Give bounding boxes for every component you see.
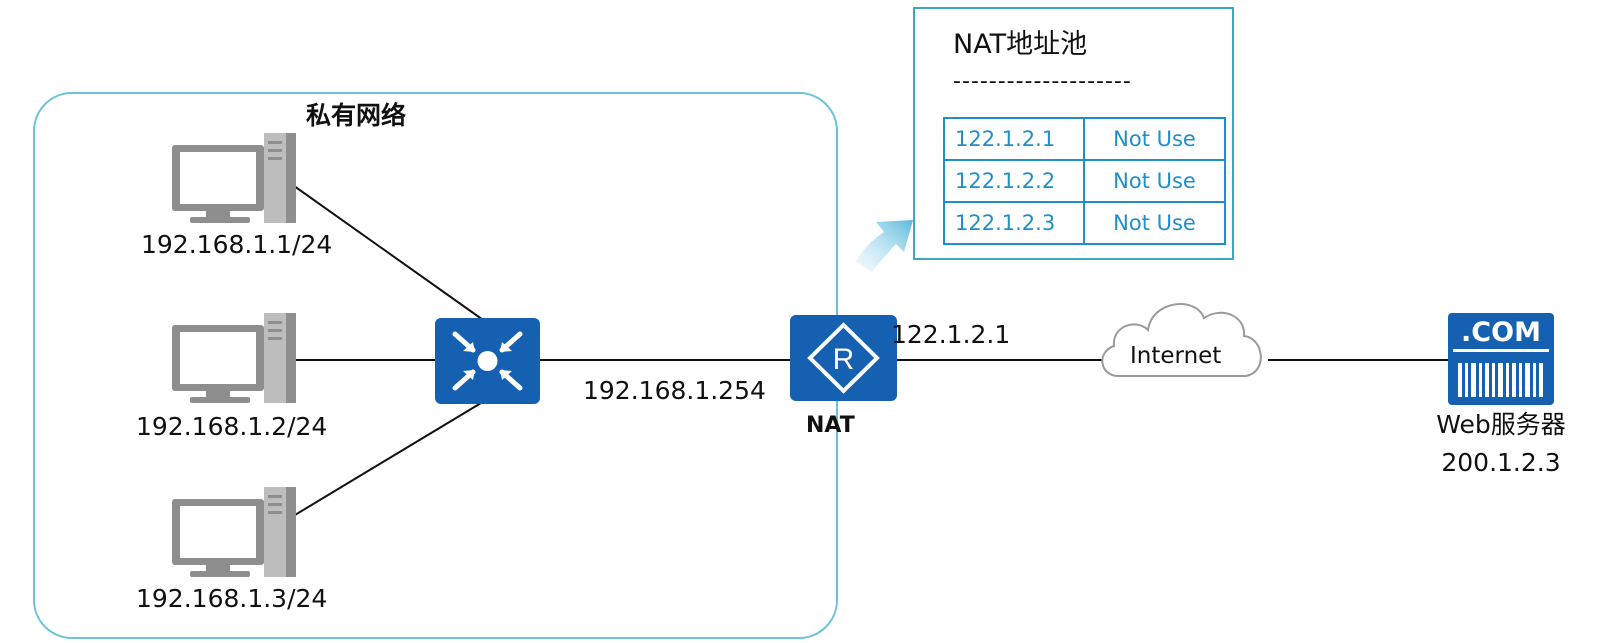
router-r-icon: R: [790, 315, 897, 401]
internet-label: Internet: [1130, 343, 1222, 369]
web-server-com-text: .COM: [1461, 317, 1541, 348]
pool-address-cell: 122.1.2.1: [943, 117, 1085, 161]
web-server-ip-label: 200.1.2.3: [1441, 448, 1561, 477]
link-pc1-switch: [279, 175, 487, 323]
link-pc3-switch: [279, 399, 487, 525]
switch-icon: [435, 318, 540, 404]
pool-address-cell: 122.1.2.2: [943, 159, 1085, 203]
nat-outside-ip-label: 122.1.2.1: [891, 320, 1011, 349]
pool-address-cell: 122.1.2.3: [943, 201, 1085, 245]
private-network-title: 私有网络: [306, 101, 407, 130]
pool-status-cell: Not Use: [1083, 159, 1226, 203]
pool-status-cell: Not Use: [1083, 117, 1226, 161]
table-row: 122.1.2.2 Not Use: [943, 159, 1226, 203]
table-row: 122.1.2.1 Not Use: [943, 117, 1226, 161]
nat-router-label: NAT: [806, 413, 855, 438]
nat-pool-separator: --------------------: [953, 69, 1132, 94]
pc2-ip-label: 192.168.1.2/24: [136, 412, 328, 441]
pc-icon-1: [172, 133, 296, 223]
pc3-ip-label: 192.168.1.3/24: [136, 584, 328, 613]
svg-text:R: R: [833, 343, 855, 376]
pc-icon-2: [172, 313, 296, 403]
nat-pool-table: 122.1.2.1 Not Use 122.1.2.2 Not Use 122.…: [943, 117, 1226, 245]
internet-cloud-icon: [1101, 303, 1262, 377]
table-row: 122.1.2.3 Not Use: [943, 201, 1226, 245]
nat-address-pool: NAT地址池 -------------------- 122.1.2.1 No…: [913, 7, 1234, 260]
web-server-icon: [1448, 313, 1554, 405]
pool-status-cell: Not Use: [1083, 201, 1226, 245]
pc-icon-3: [172, 487, 296, 577]
web-server-label: Web服务器: [1436, 410, 1566, 439]
callout-arrow-icon: [856, 220, 913, 272]
network-links: [279, 175, 1448, 525]
nat-pool-title: NAT地址池: [953, 29, 1088, 60]
pc1-ip-label: 192.168.1.1/24: [141, 230, 333, 259]
nat-inside-ip-label: 192.168.1.254: [583, 376, 766, 405]
